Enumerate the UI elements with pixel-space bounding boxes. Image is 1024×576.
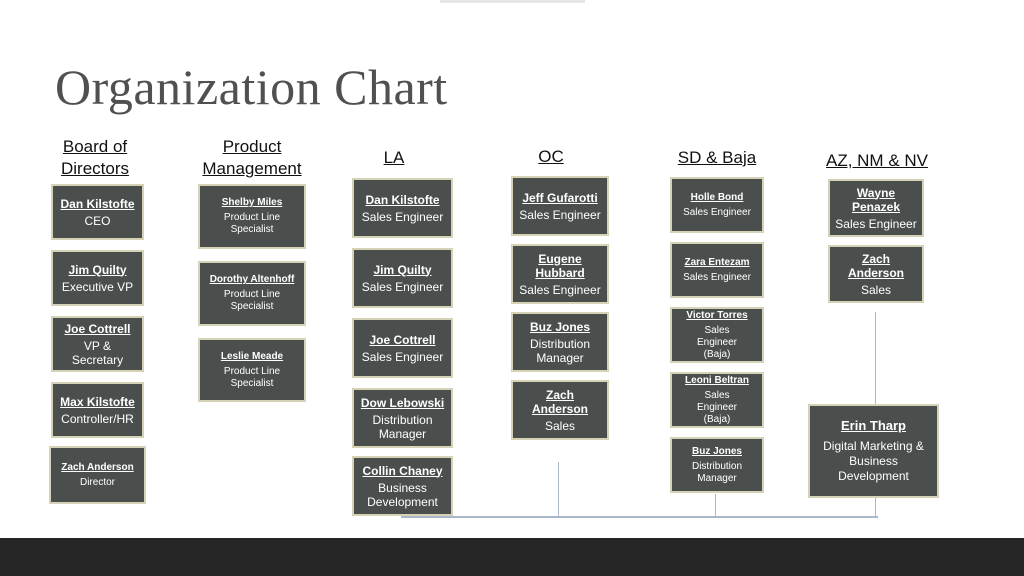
- org-box: Leslie Meade Product Line Specialist: [198, 338, 306, 402]
- connector-line: [715, 494, 716, 518]
- person-name: Leoni Beltran: [685, 374, 749, 386]
- connector-line: [401, 516, 878, 518]
- person-name: Erin Tharp: [840, 418, 906, 433]
- org-box: Jeff Gufarotti Sales Engineer: [511, 176, 609, 236]
- person-role: Distribution Manager: [691, 460, 743, 484]
- org-box: Dan Kilstofte Sales Engineer: [352, 178, 453, 238]
- person-name: Eugene Hubbard: [535, 251, 585, 280]
- org-box: Buz Jones Distribution Manager: [670, 437, 764, 493]
- org-box: Max Kilstofte Controller/HR: [51, 382, 144, 438]
- person-role: Digital Marketing & Business Development: [823, 439, 924, 483]
- org-box: Dow Lebowski Distribution Manager: [352, 388, 453, 448]
- heading-sd-baja: SD & Baja: [677, 148, 757, 167]
- person-name: Collin Chaney: [362, 463, 443, 478]
- person-role: Sales Engineer: [361, 279, 444, 294]
- person-role: Sales Engineer: [361, 209, 444, 224]
- person-name: Dan Kilstofte: [365, 192, 440, 207]
- connector-line: [558, 462, 559, 518]
- heading-product-management: Product Management: [202, 137, 302, 178]
- person-role: Sales: [544, 418, 576, 433]
- org-box-shared: Erin Tharp Digital Marketing & Business …: [808, 404, 939, 498]
- org-box: Victor Torres Sales Engineer (Baja): [670, 307, 764, 363]
- person-role: Product Line Specialist: [223, 289, 281, 312]
- org-box: Dan Kilstofte CEO: [51, 184, 144, 240]
- org-box: Zach Anderson Sales: [511, 380, 609, 440]
- person-name: Joe Cottrell: [369, 332, 436, 347]
- person-name: Jim Quilty: [373, 262, 432, 277]
- person-role: VP & Secretary: [71, 338, 124, 367]
- person-role: Controller/HR: [61, 411, 134, 426]
- connector-line: [875, 498, 876, 518]
- org-box: Collin Chaney Business Development: [352, 456, 453, 516]
- person-name: Shelby Miles: [221, 197, 283, 208]
- person-role: Business Development: [367, 480, 438, 509]
- org-box: Zach Anderson Director: [49, 446, 146, 504]
- person-name: Holle Bond: [690, 191, 744, 203]
- person-name: Dorothy Altenhoff: [209, 274, 295, 285]
- person-role: Sales Engineer: [519, 282, 601, 297]
- person-role: Sales Engineer (Baja): [696, 324, 738, 360]
- org-box: Shelby Miles Product Line Specialist: [198, 184, 306, 249]
- person-name: Buz Jones: [529, 319, 590, 334]
- heading-oc: OC: [538, 147, 564, 166]
- page-title: Organization Chart: [55, 59, 448, 115]
- person-name: Zach Anderson: [531, 387, 588, 416]
- org-box: Zara Entezam Sales Engineer: [670, 242, 764, 298]
- org-box: Wayne Penazek Sales Engineer: [828, 179, 924, 237]
- person-role: Sales Engineer: [361, 349, 444, 364]
- person-role: CEO: [84, 213, 111, 228]
- person-role: Sales Engineer: [683, 271, 751, 283]
- footer-bar: [0, 538, 1024, 576]
- person-role: Director: [79, 476, 115, 488]
- person-name: Jim Quilty: [68, 262, 127, 277]
- person-role: Executive VP: [61, 279, 134, 294]
- person-name: Dan Kilstofte: [60, 196, 135, 211]
- person-name: Joe Cottrell: [64, 321, 131, 336]
- person-name: Max Kilstofte: [60, 394, 135, 409]
- org-box: Leoni Beltran Sales Engineer (Baja): [670, 372, 764, 428]
- person-role: Sales Engineer: [519, 207, 601, 222]
- heading-az-nm-nv: AZ, NM & NV: [825, 151, 928, 170]
- org-box: Holle Bond Sales Engineer: [670, 177, 764, 233]
- person-name: Jeff Gufarotti: [522, 190, 598, 205]
- person-role: Sales: [860, 282, 892, 297]
- person-name: Zach Anderson: [61, 461, 134, 473]
- person-role: Sales Engineer (Baja): [696, 389, 738, 425]
- org-box: Buz Jones Distribution Manager: [511, 312, 609, 372]
- person-role: Sales Engineer: [835, 216, 917, 231]
- org-box: Joe Cottrell VP & Secretary: [51, 316, 144, 372]
- org-box: Zach Anderson Sales: [828, 245, 924, 303]
- heading-board-of-directors: Board of Directors: [60, 137, 129, 178]
- org-box: Dorothy Altenhoff Product Line Specialis…: [198, 261, 306, 326]
- top-decoration-line: [440, 0, 585, 3]
- person-role: Product Line Specialist: [223, 365, 281, 389]
- person-name: Zara Entezam: [684, 256, 750, 268]
- person-role: Product Line Specialist: [223, 212, 281, 235]
- person-name: Zach Anderson: [847, 251, 904, 280]
- heading-la: LA: [383, 148, 405, 167]
- person-role: Distribution Manager: [372, 412, 433, 441]
- person-name: Dow Lebowski: [360, 395, 445, 410]
- person-name: Victor Torres: [686, 309, 748, 321]
- connector-line: [875, 312, 876, 404]
- org-box: Jim Quilty Sales Engineer: [352, 248, 453, 308]
- org-box: Jim Quilty Executive VP: [51, 250, 144, 306]
- org-box: Joe Cottrell Sales Engineer: [352, 318, 453, 378]
- person-role: Sales Engineer: [683, 206, 751, 218]
- org-box: Eugene Hubbard Sales Engineer: [511, 244, 609, 304]
- person-role: Distribution Manager: [529, 336, 591, 365]
- person-name: Leslie Meade: [220, 350, 284, 362]
- person-name: Wayne Penazek: [851, 185, 901, 214]
- person-name: Buz Jones: [691, 445, 742, 457]
